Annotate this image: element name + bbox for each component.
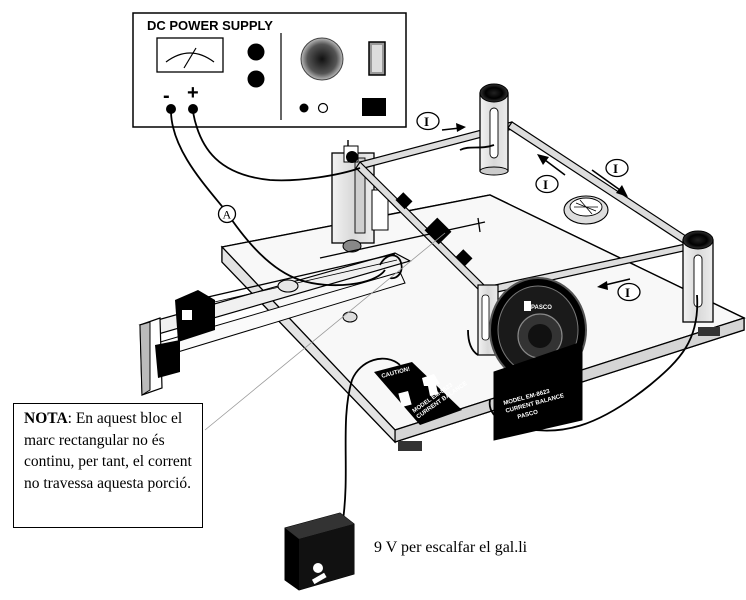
gallium-cell (563, 195, 609, 225)
battery-caption: 9 V per escalfar el gal.li (374, 539, 528, 556)
note-heading: NOTA (24, 410, 68, 427)
indicator-dot-empty (317, 102, 329, 114)
pointer-vane (175, 290, 215, 342)
current-label-circle-1 (416, 111, 440, 131)
current-label-circle-3 (535, 174, 559, 194)
control-knob-lower (247, 70, 265, 88)
main-dial (300, 37, 344, 81)
meter-needle (183, 47, 197, 69)
plus-terminal (188, 104, 198, 114)
meter-window (156, 37, 224, 73)
rectangular-frame (319, 121, 698, 295)
minus-terminal (166, 104, 176, 114)
note-text: : En aquest bloc el marc rectangular no … (24, 410, 192, 492)
ammeter: A (217, 204, 237, 224)
counterweight (277, 279, 299, 293)
plus-terminal-label: + (187, 82, 199, 104)
rider-weight (342, 311, 358, 323)
current-label-3: I (543, 177, 548, 192)
current-indicators: I I I I (416, 111, 641, 302)
current-label-circle-2 (605, 158, 629, 178)
indicator-dot-filled (299, 103, 309, 113)
back-right-post (479, 83, 509, 176)
display-panel (362, 98, 386, 116)
balance-arm-assembly (138, 252, 412, 396)
current-label-1: I (424, 114, 429, 129)
minus-terminal-label: - (163, 85, 170, 107)
ammeter-label: A (223, 208, 232, 222)
current-label-circle-4 (617, 282, 641, 302)
current-label-2: I (613, 161, 618, 176)
note-box: NOTA: En aquest bloc el marc rectangular… (13, 403, 203, 528)
base-foot-front (398, 441, 422, 451)
arrow-head-4 (597, 281, 608, 290)
current-label-4: I (625, 285, 630, 300)
frame-clamp-2 (424, 217, 452, 245)
arrow-head-1 (456, 123, 466, 132)
dc-power-supply: DC POWER SUPPLY (132, 12, 407, 128)
wires (170, 111, 699, 521)
disc-brand-label: PASCO (531, 305, 552, 311)
battery-9v (284, 512, 355, 591)
front-right-post (682, 230, 714, 323)
control-knob-upper (247, 43, 265, 61)
left-support-post (331, 140, 389, 253)
arrow-head-3 (537, 154, 549, 165)
current-balance-magnet: PASCO MODEL EM-8623 CURRENT BALANCE PASC… (477, 277, 587, 441)
arrow-head-2 (616, 185, 628, 197)
note-leader-line (204, 232, 446, 431)
frame-clamp-3 (455, 249, 473, 267)
power-supply-title: DC POWER SUPPLY (147, 18, 273, 33)
base-foot-right (698, 327, 720, 336)
frame-clamp-1 (395, 192, 413, 210)
plate-brand-label: PASCO (517, 409, 539, 420)
